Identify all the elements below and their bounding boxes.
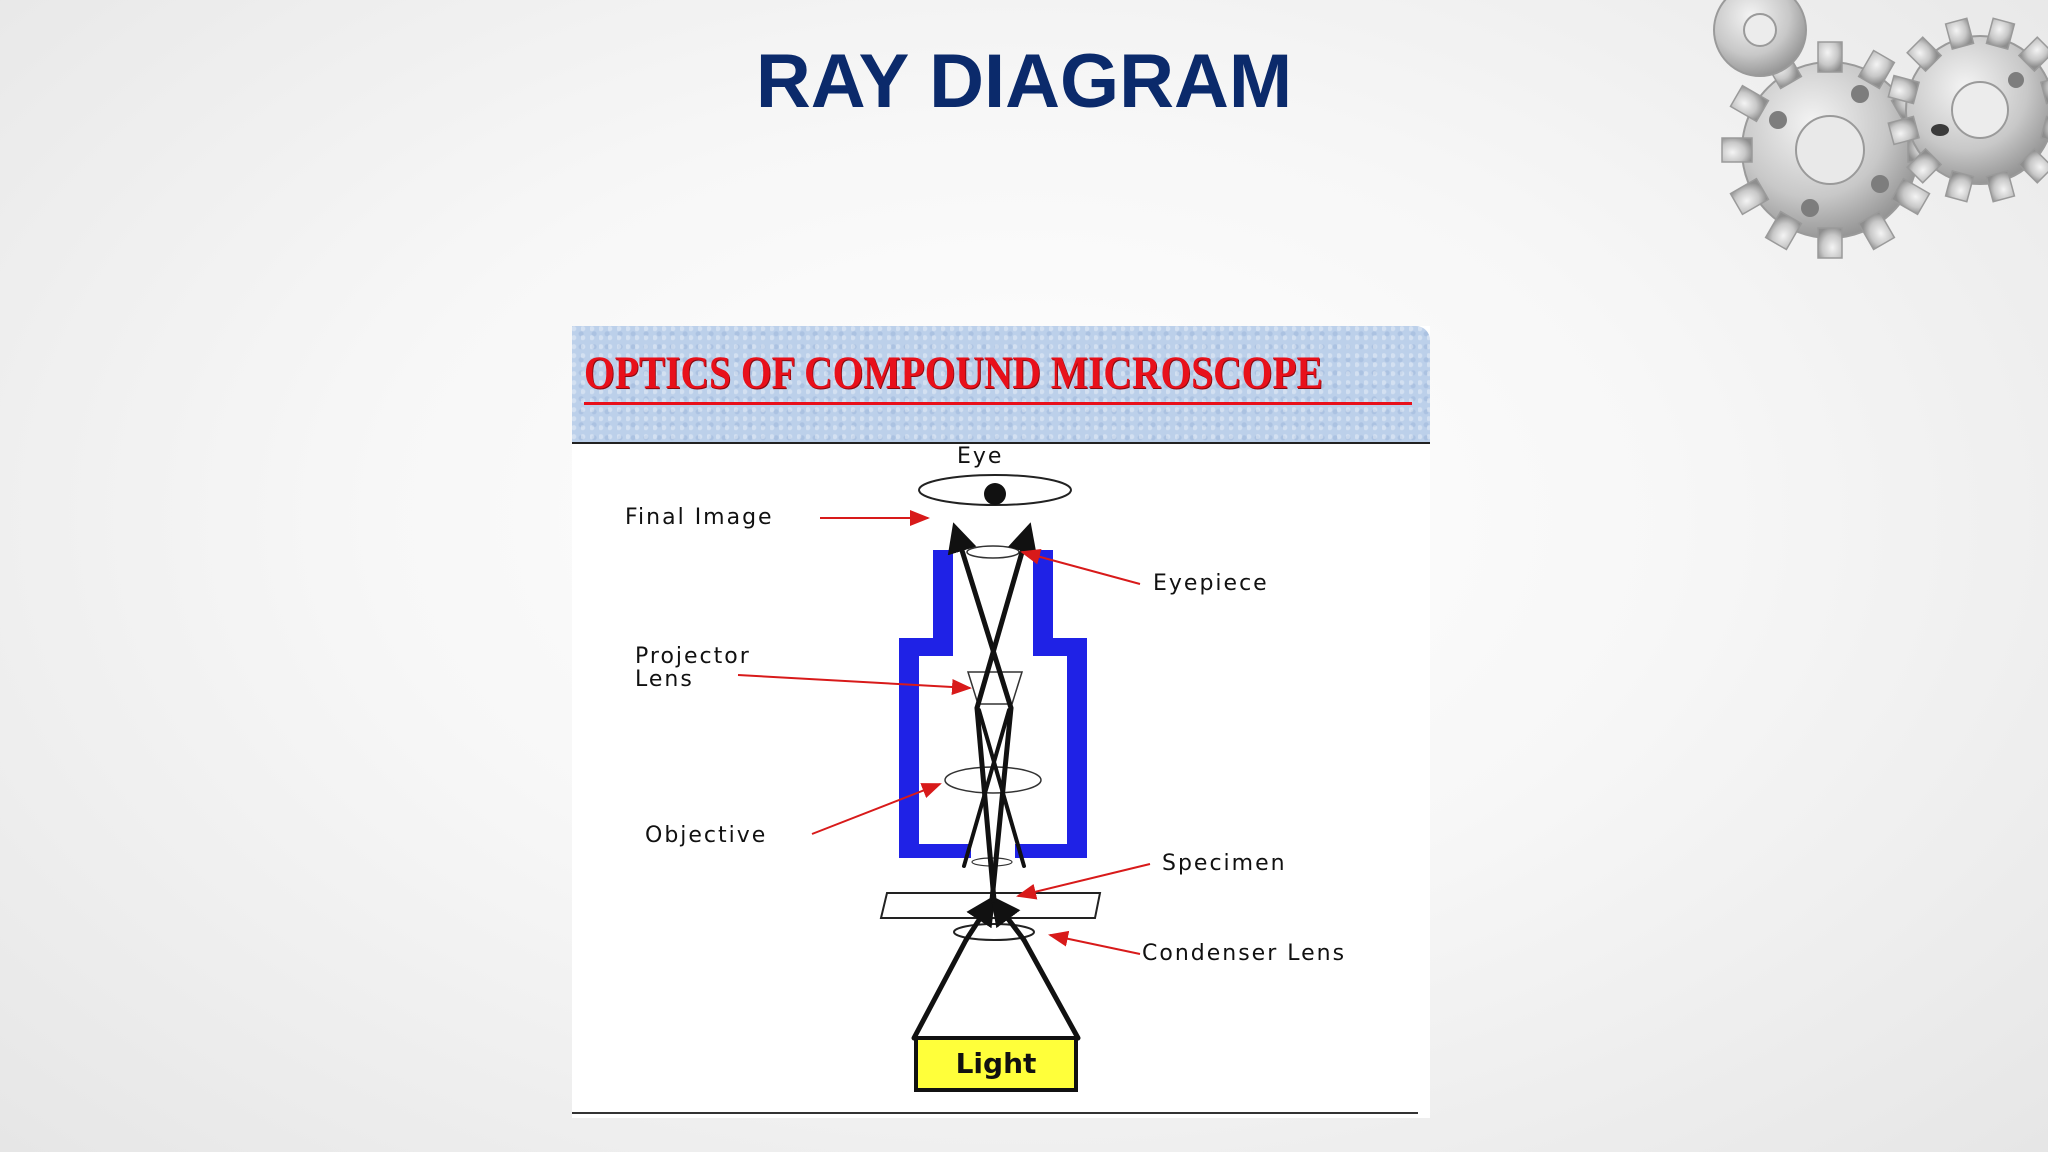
label-condenser-lens: Condenser Lens (1142, 941, 1347, 966)
gears-decoration-icon (1713, 0, 2048, 259)
microscope-figure: OPTICS OF COMPOUND MICROSCOPE (572, 326, 1430, 1118)
label-final-image: Final Image (625, 505, 774, 530)
figure-heading: OPTICS OF COMPOUND MICROSCOPE (584, 347, 1323, 399)
figure-bottom-rule (572, 1112, 1418, 1114)
label-objective: Objective (645, 823, 768, 848)
slide-title: RAY DIAGRAM (755, 39, 1293, 124)
light-source-box: Light (914, 1036, 1078, 1092)
pointer-arrows (737, 510, 1151, 955)
label-projector-lens-line1: Projector (635, 644, 751, 669)
projector-lens (966, 671, 1024, 705)
projector-lens-pointer (737, 674, 972, 695)
eye-pupil (984, 483, 1006, 505)
label-specimen: Specimen (1162, 851, 1287, 876)
label-eye: Eye (957, 444, 1004, 469)
condenser-pointer (1048, 930, 1141, 955)
specimen-pointer (1016, 863, 1151, 900)
heading-underline (584, 402, 1412, 405)
gear-icon (1713, 0, 1807, 77)
gear-icon (1887, 17, 2048, 203)
eyepiece-lens (966, 545, 1020, 559)
figure-header-band: OPTICS OF COMPOUND MICROSCOPE (572, 326, 1430, 444)
ray-diagram-svg (737, 474, 1151, 1041)
objective-pointer (811, 783, 942, 835)
microscope-tube (899, 550, 1087, 858)
label-eyepiece: Eyepiece (1153, 571, 1269, 596)
label-projector-lens-line2: Lens (635, 667, 694, 692)
eyepiece-pointer (1020, 548, 1141, 585)
